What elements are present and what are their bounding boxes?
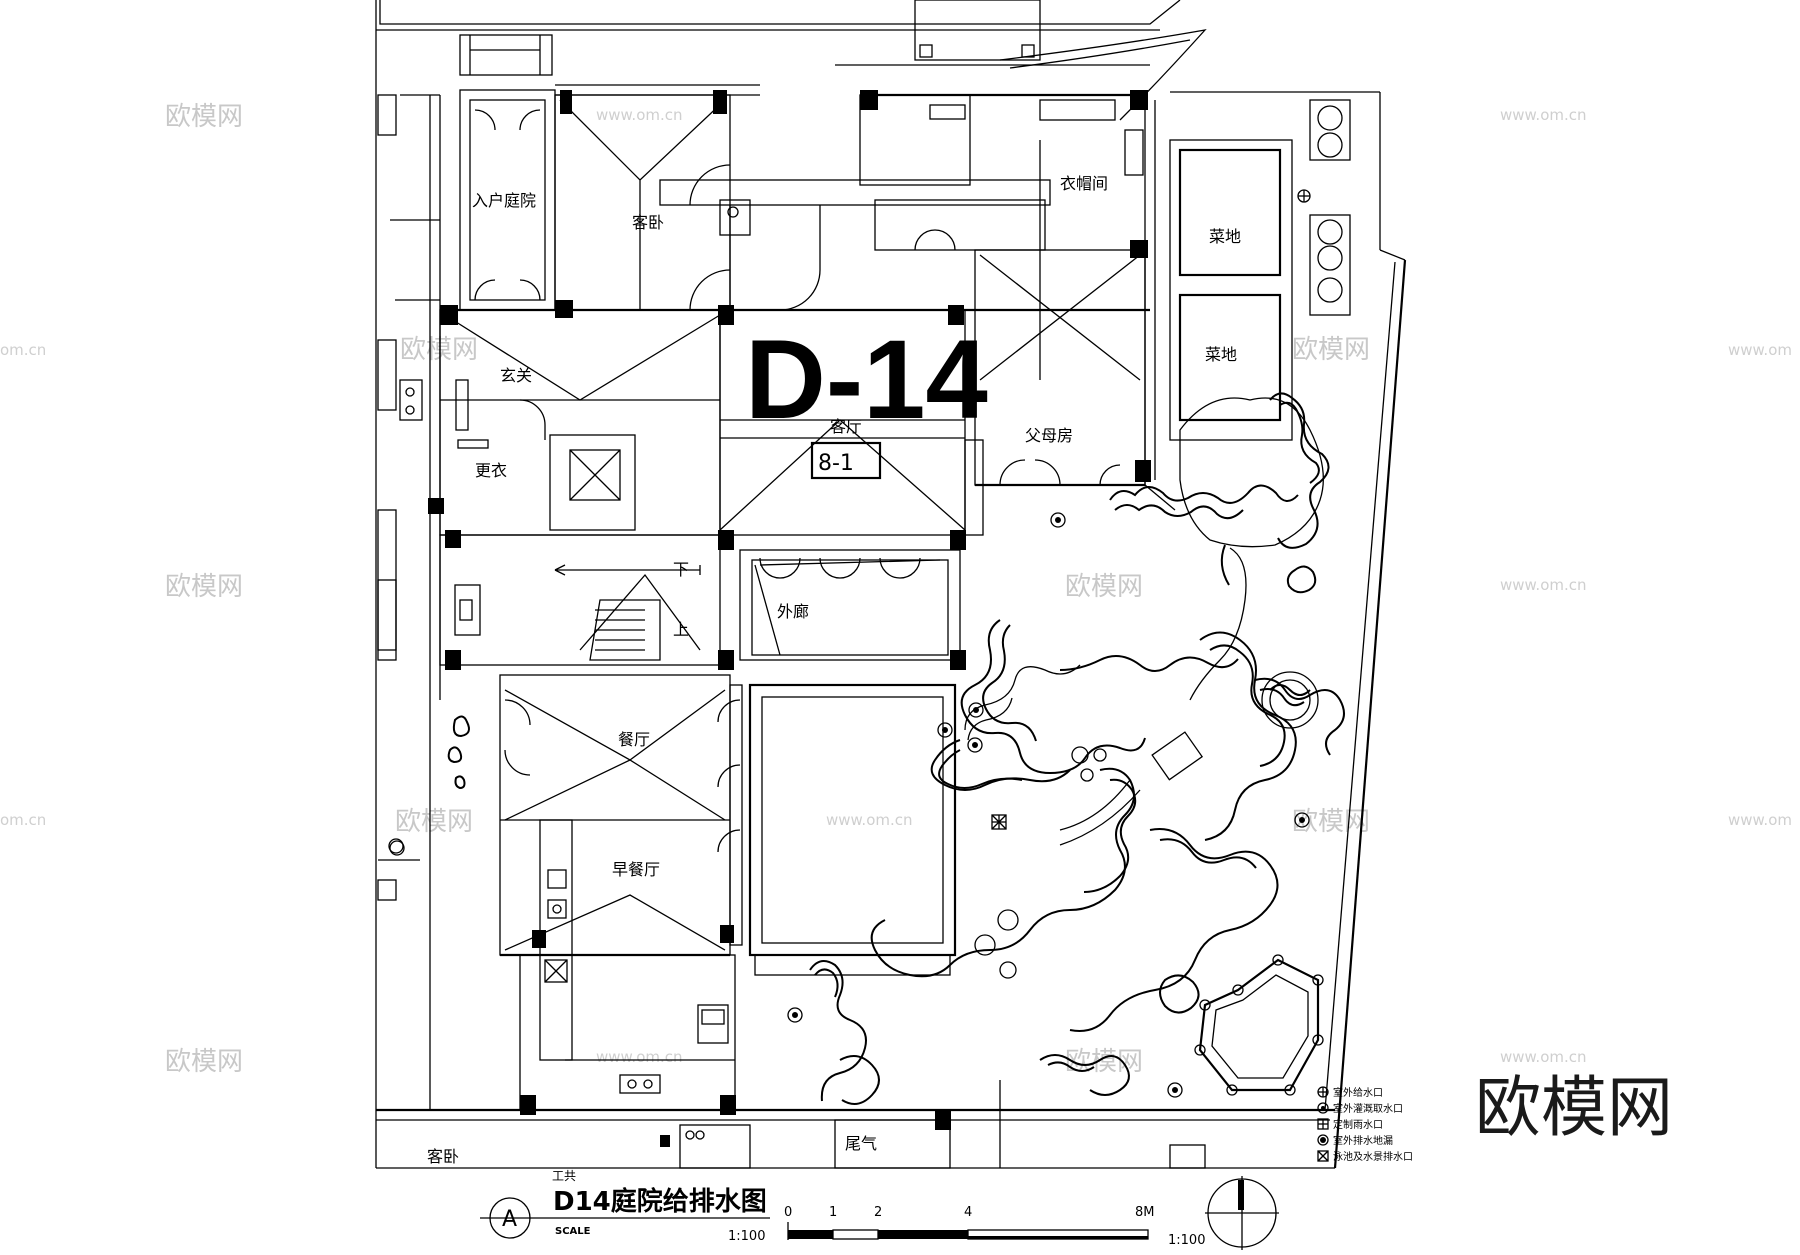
label-vegetable-plot-2: 菜地	[1205, 345, 1237, 364]
watermark-url: www.om.cn	[1500, 106, 1587, 124]
title-circle-letter: A	[502, 1207, 517, 1232]
watermark-brand: 欧模网	[1065, 572, 1143, 602]
label-cloakroom: 衣帽间	[1060, 174, 1108, 193]
outdoor-water-supply-icon	[1297, 189, 1311, 203]
scale-bar: 0 1 2 4 8M 1:100	[784, 1205, 1205, 1248]
fixtures	[389, 189, 1311, 1098]
drawing-title: D14庭院给排水图	[553, 1186, 767, 1217]
legend-text: 室外排水地漏	[1333, 1134, 1393, 1147]
octagon-pavilion	[1194, 954, 1324, 1096]
legend-text: 室外给水口	[1333, 1086, 1383, 1099]
label-parents-room: 父母房	[1025, 426, 1073, 445]
label-foyer: 玄关	[500, 366, 532, 385]
label-changing-room: 更衣	[475, 461, 507, 480]
structural-columns	[428, 90, 1151, 1147]
label-veranda: 外廊	[777, 602, 809, 621]
room-labels: 入户庭院 客卧 衣帽间 菜地 菜地 玄关 D-14 客厅 8-1 父母房 更衣 …	[427, 174, 1241, 1183]
legend-item: 室外灌溉取水口	[1317, 1102, 1403, 1115]
sub-code-box	[810, 441, 882, 480]
label-dining-room: 餐厅	[618, 730, 650, 749]
scale-tick: 1	[829, 1205, 837, 1220]
watermark-url: www.om.cn	[596, 106, 683, 124]
watermark-brand: 欧模网	[1292, 807, 1370, 837]
scale-tick: 8M	[1135, 1205, 1155, 1220]
legend-item: 定制雨水口	[1317, 1118, 1383, 1131]
watermark-logo: 欧模网	[1475, 1069, 1673, 1146]
watermark-url: www.om.cn	[826, 811, 913, 829]
watermark-brand: 欧模网	[395, 807, 473, 837]
pool-drain-icon	[991, 814, 1007, 830]
watermark-url: www.om.cn	[1500, 1048, 1587, 1066]
scale-value: 1:100	[728, 1229, 765, 1244]
watermark-brand: 欧模网	[165, 572, 243, 602]
label-exhaust: 尾气	[845, 1134, 877, 1153]
watermark-url: www.om	[1728, 341, 1792, 359]
legend-text: 室外灌溉取水口	[1333, 1102, 1403, 1115]
label-living-room: 客厅	[830, 417, 862, 436]
scale-tick: 0	[784, 1205, 792, 1220]
north-arrow-icon	[1205, 1176, 1279, 1250]
watermark-url: www.om.cn	[596, 1048, 683, 1066]
legend-text: 泳池及水景排水口	[1333, 1150, 1413, 1163]
scale-bar-ratio: 1:100	[1168, 1233, 1205, 1248]
label-stair-up: 上	[673, 620, 689, 639]
watermark-brand: 欧模网	[1065, 1047, 1143, 1077]
legend-text: 定制雨水口	[1333, 1118, 1383, 1131]
legend-item: 泳池及水景排水口	[1317, 1150, 1413, 1163]
watermark-brand: 欧模网	[400, 335, 478, 365]
label-guest-bedroom-lower: 客卧	[427, 1147, 459, 1166]
plan-code: D-14	[745, 317, 988, 442]
scale-tick: 4	[964, 1205, 972, 1220]
scale-tick: 2	[874, 1205, 882, 1220]
rockery-landscape	[809, 392, 1345, 1105]
legend: 室外给水口 室外灌溉取水口 定制雨水口 室外排水地漏 泳池及水景排水口	[1317, 1086, 1413, 1163]
round-pavilion	[1261, 671, 1319, 729]
sub-code: 8-1	[818, 451, 854, 476]
site-boundary	[375, 0, 1407, 1169]
label-stair-down: 下	[673, 560, 689, 579]
legend-item: 室外给水口	[1317, 1086, 1383, 1099]
label-partial: 工共	[552, 1169, 576, 1183]
watermark-url: om.cn	[0, 341, 46, 359]
watermark-url: www.om	[1728, 811, 1792, 829]
watermark-brand: 欧模网	[165, 102, 243, 132]
left-neighbor	[377, 94, 470, 1110]
label-breakfast-room: 早餐厅	[612, 860, 660, 879]
watermark-layer: 欧模网 www.om.cn www.om.cn om.cn 欧模网 欧模网 ww…	[0, 102, 1792, 1077]
label-entry-courtyard: 入户庭院	[472, 191, 536, 210]
watermark-brand: 欧模网	[165, 1047, 243, 1077]
entry-courtyard	[459, 34, 556, 311]
ac-units	[1309, 99, 1351, 316]
watermark-brand: 欧模网	[1292, 335, 1370, 365]
watermark-url: om.cn	[0, 811, 46, 829]
scale-label: SCALE	[555, 1226, 591, 1237]
label-guest-bedroom: 客卧	[632, 213, 664, 232]
watermark-url: www.om.cn	[1500, 576, 1587, 594]
outdoor-floor-drain-icon	[389, 512, 1310, 1098]
legend-item: 室外排水地漏	[1317, 1134, 1393, 1147]
label-vegetable-plot-1: 菜地	[1209, 227, 1241, 246]
title-block: A D14庭院给排水图 SCALE 1:100 0 1 2 4 8M 1:100	[480, 1176, 1279, 1250]
